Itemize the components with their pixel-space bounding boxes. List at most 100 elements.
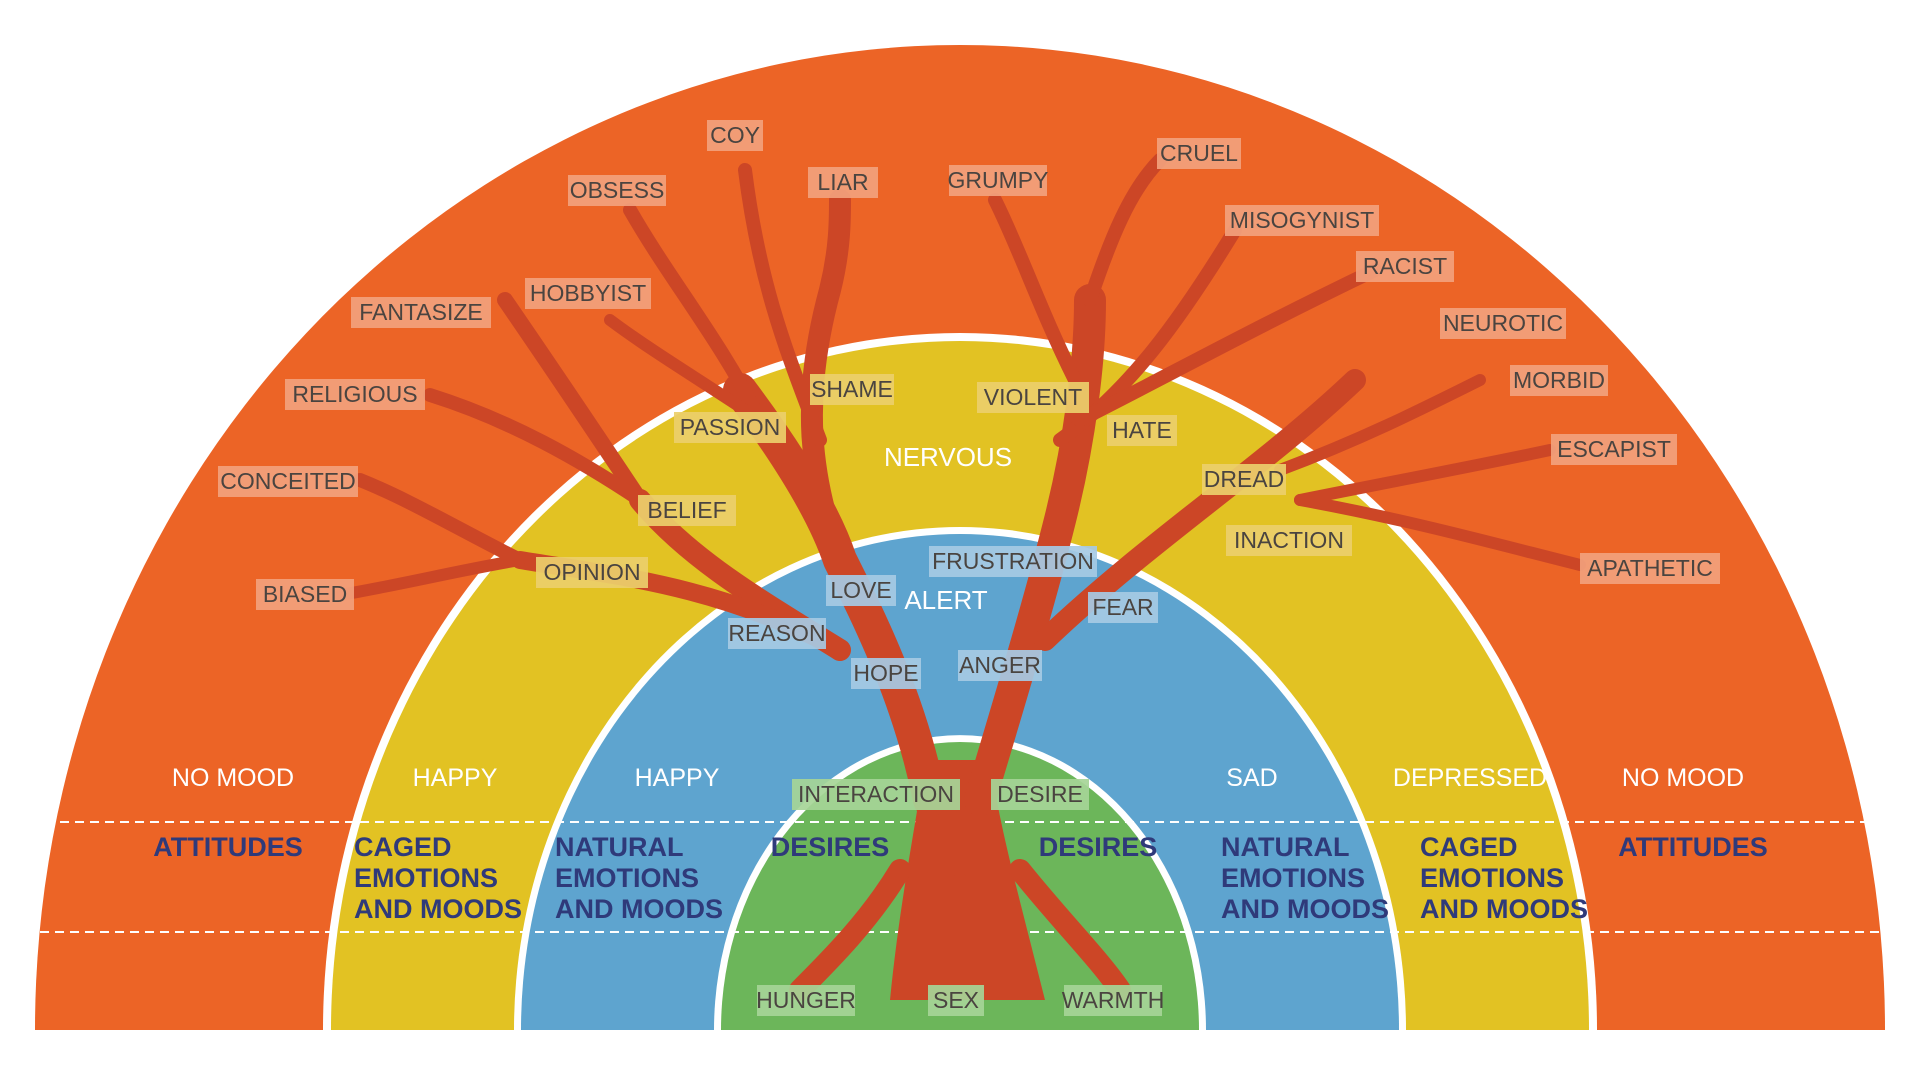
tree-branch	[800, 189, 851, 571]
caged-emotion-tag: NERVOUS	[884, 442, 1012, 472]
attitude-tag: OBSESS	[568, 175, 666, 206]
svg-text:LOVE: LOVE	[830, 577, 891, 603]
mood-label-left-natural: HAPPY	[635, 764, 720, 792]
attitude-tag: GRUMPY	[948, 165, 1049, 196]
svg-text:BELIEF: BELIEF	[647, 497, 726, 523]
attitude-tag: COY	[707, 120, 763, 151]
attitude-tag: BIASED	[256, 579, 354, 610]
natural-emotion-tag: ANGER	[958, 650, 1042, 681]
level-label-right-natural-3: AND MOODS	[1221, 894, 1389, 924]
svg-text:RACIST: RACIST	[1363, 253, 1447, 279]
mood-label-left-outer: NO MOOD	[172, 764, 294, 792]
level-label-left-natural-1: NATURAL	[555, 832, 683, 862]
tree-trunk	[890, 760, 1045, 1000]
tree-branch	[604, 314, 766, 426]
desire-tag: SEX	[928, 985, 984, 1016]
svg-text:HUNGER: HUNGER	[756, 987, 856, 1013]
attitude-tag: RACIST	[1356, 251, 1454, 282]
tree-root	[1009, 859, 1131, 1001]
caged-emotion-tag: HATE	[1107, 415, 1177, 446]
level-label-left-natural-3: AND MOODS	[555, 894, 723, 924]
tree-branch	[1294, 444, 1556, 506]
svg-text:MORBID: MORBID	[1513, 367, 1605, 393]
desire-tag: INTERACTION	[792, 779, 960, 810]
svg-text:ESCAPIST: ESCAPIST	[1557, 436, 1671, 462]
tree-branch	[334, 554, 526, 601]
svg-text:GRUMPY: GRUMPY	[948, 167, 1049, 193]
svg-text:VIOLENT: VIOLENT	[984, 384, 1082, 410]
caged-emotion-tag: BELIEF	[638, 495, 736, 526]
tree-root	[953, 873, 1007, 997]
tree-branch	[353, 473, 527, 567]
svg-text:OBSESS: OBSESS	[570, 177, 665, 203]
mood-label-right-outer: NO MOOD	[1622, 764, 1744, 792]
tree-branch	[423, 388, 647, 507]
level-label-right-caged-3: AND MOODS	[1420, 894, 1588, 924]
natural-emotion-tag: ALERT	[904, 585, 987, 615]
svg-text:HOBBYIST: HOBBYIST	[530, 280, 646, 306]
attitude-tag: ESCAPIST	[1551, 434, 1677, 465]
svg-text:FRUSTRATION: FRUSTRATION	[932, 548, 1094, 574]
level-label-left-desires: DESIRES	[771, 832, 890, 862]
tree-branch	[1083, 153, 1167, 307]
svg-text:WARMTH: WARMTH	[1062, 987, 1165, 1013]
svg-text:FEAR: FEAR	[1092, 594, 1153, 620]
svg-text:ANGER: ANGER	[959, 652, 1041, 678]
attitude-tag: RELIGIOUS	[285, 379, 425, 410]
svg-text:PASSION: PASSION	[680, 414, 781, 440]
caged-emotion-tag: DREAD	[1202, 464, 1286, 495]
level-label-left-caged-2: EMOTIONS	[354, 863, 498, 893]
tree-branch	[1034, 369, 1366, 651]
natural-emotion-tag: HOPE	[851, 658, 921, 689]
level-label-right-natural-1: NATURAL	[1221, 832, 1349, 862]
attitude-tag: FANTASIZE	[351, 297, 491, 328]
svg-text:INTERACTION: INTERACTION	[798, 781, 954, 807]
level-label-right-caged-2: EMOTIONS	[1420, 863, 1564, 893]
level-label-right-natural-2: EMOTIONS	[1221, 863, 1365, 893]
caged-emotion-tag: INACTION	[1226, 525, 1352, 556]
svg-text:CONCEITED: CONCEITED	[220, 468, 355, 494]
attitude-tag: CRUEL	[1157, 138, 1241, 169]
natural-emotion-tag: REASON	[728, 618, 826, 649]
caged-emotion-tag: SHAME	[810, 374, 894, 405]
svg-text:HATE: HATE	[1112, 417, 1172, 443]
svg-text:RELIGIOUS: RELIGIOUS	[292, 381, 417, 407]
level-label-left-caged-1: CAGED	[354, 832, 452, 862]
natural-emotion-tag: FEAR	[1088, 592, 1158, 623]
svg-text:APATHETIC: APATHETIC	[1587, 555, 1713, 581]
tree-branch	[497, 292, 648, 508]
natural-emotion-tag: LOVE	[826, 575, 896, 606]
svg-text:COY: COY	[710, 122, 760, 148]
tree-branch	[1073, 263, 1382, 427]
desire-tag: HUNGER	[756, 985, 856, 1016]
svg-text:MISOGYNIST: MISOGYNIST	[1230, 207, 1374, 233]
tree-root	[907, 872, 938, 998]
level-label-left-caged-3: AND MOODS	[354, 894, 522, 924]
tree-branch	[964, 284, 1106, 816]
tree-branch	[1294, 494, 1586, 571]
level-label-left-natural-2: EMOTIONS	[555, 863, 699, 893]
svg-text:BIASED: BIASED	[263, 581, 347, 607]
mood-label-right-natural: SAD	[1226, 764, 1277, 792]
caged-emotion-tag: PASSION	[674, 412, 786, 443]
level-label-right-caged-1: CAGED	[1420, 832, 1518, 862]
natural-emotion-tag: FRUSTRATION	[929, 546, 1097, 577]
tree-branch	[623, 203, 767, 427]
tree-branch	[1274, 374, 1486, 476]
svg-text:SEX: SEX	[933, 987, 979, 1013]
svg-text:SHAME: SHAME	[811, 376, 893, 402]
mood-label-left-caged: HAPPY	[413, 764, 498, 792]
svg-text:DREAD: DREAD	[1204, 466, 1285, 492]
svg-text:FANTASIZE: FANTASIZE	[359, 299, 483, 325]
svg-text:DESIRE: DESIRE	[997, 781, 1083, 807]
svg-text:NERVOUS: NERVOUS	[884, 442, 1012, 472]
attitude-tag: LIAR	[808, 167, 878, 198]
level-label-right-outer: ATTITUDES	[1618, 832, 1768, 862]
svg-text:NEUROTIC: NEUROTIC	[1443, 310, 1563, 336]
svg-text:HOPE: HOPE	[853, 660, 918, 686]
svg-text:CRUEL: CRUEL	[1160, 140, 1238, 166]
mood-label-right-caged: DEPRESSED	[1393, 764, 1547, 792]
attitude-tag: APATHETIC	[1580, 553, 1720, 584]
tree-branch	[738, 163, 827, 447]
